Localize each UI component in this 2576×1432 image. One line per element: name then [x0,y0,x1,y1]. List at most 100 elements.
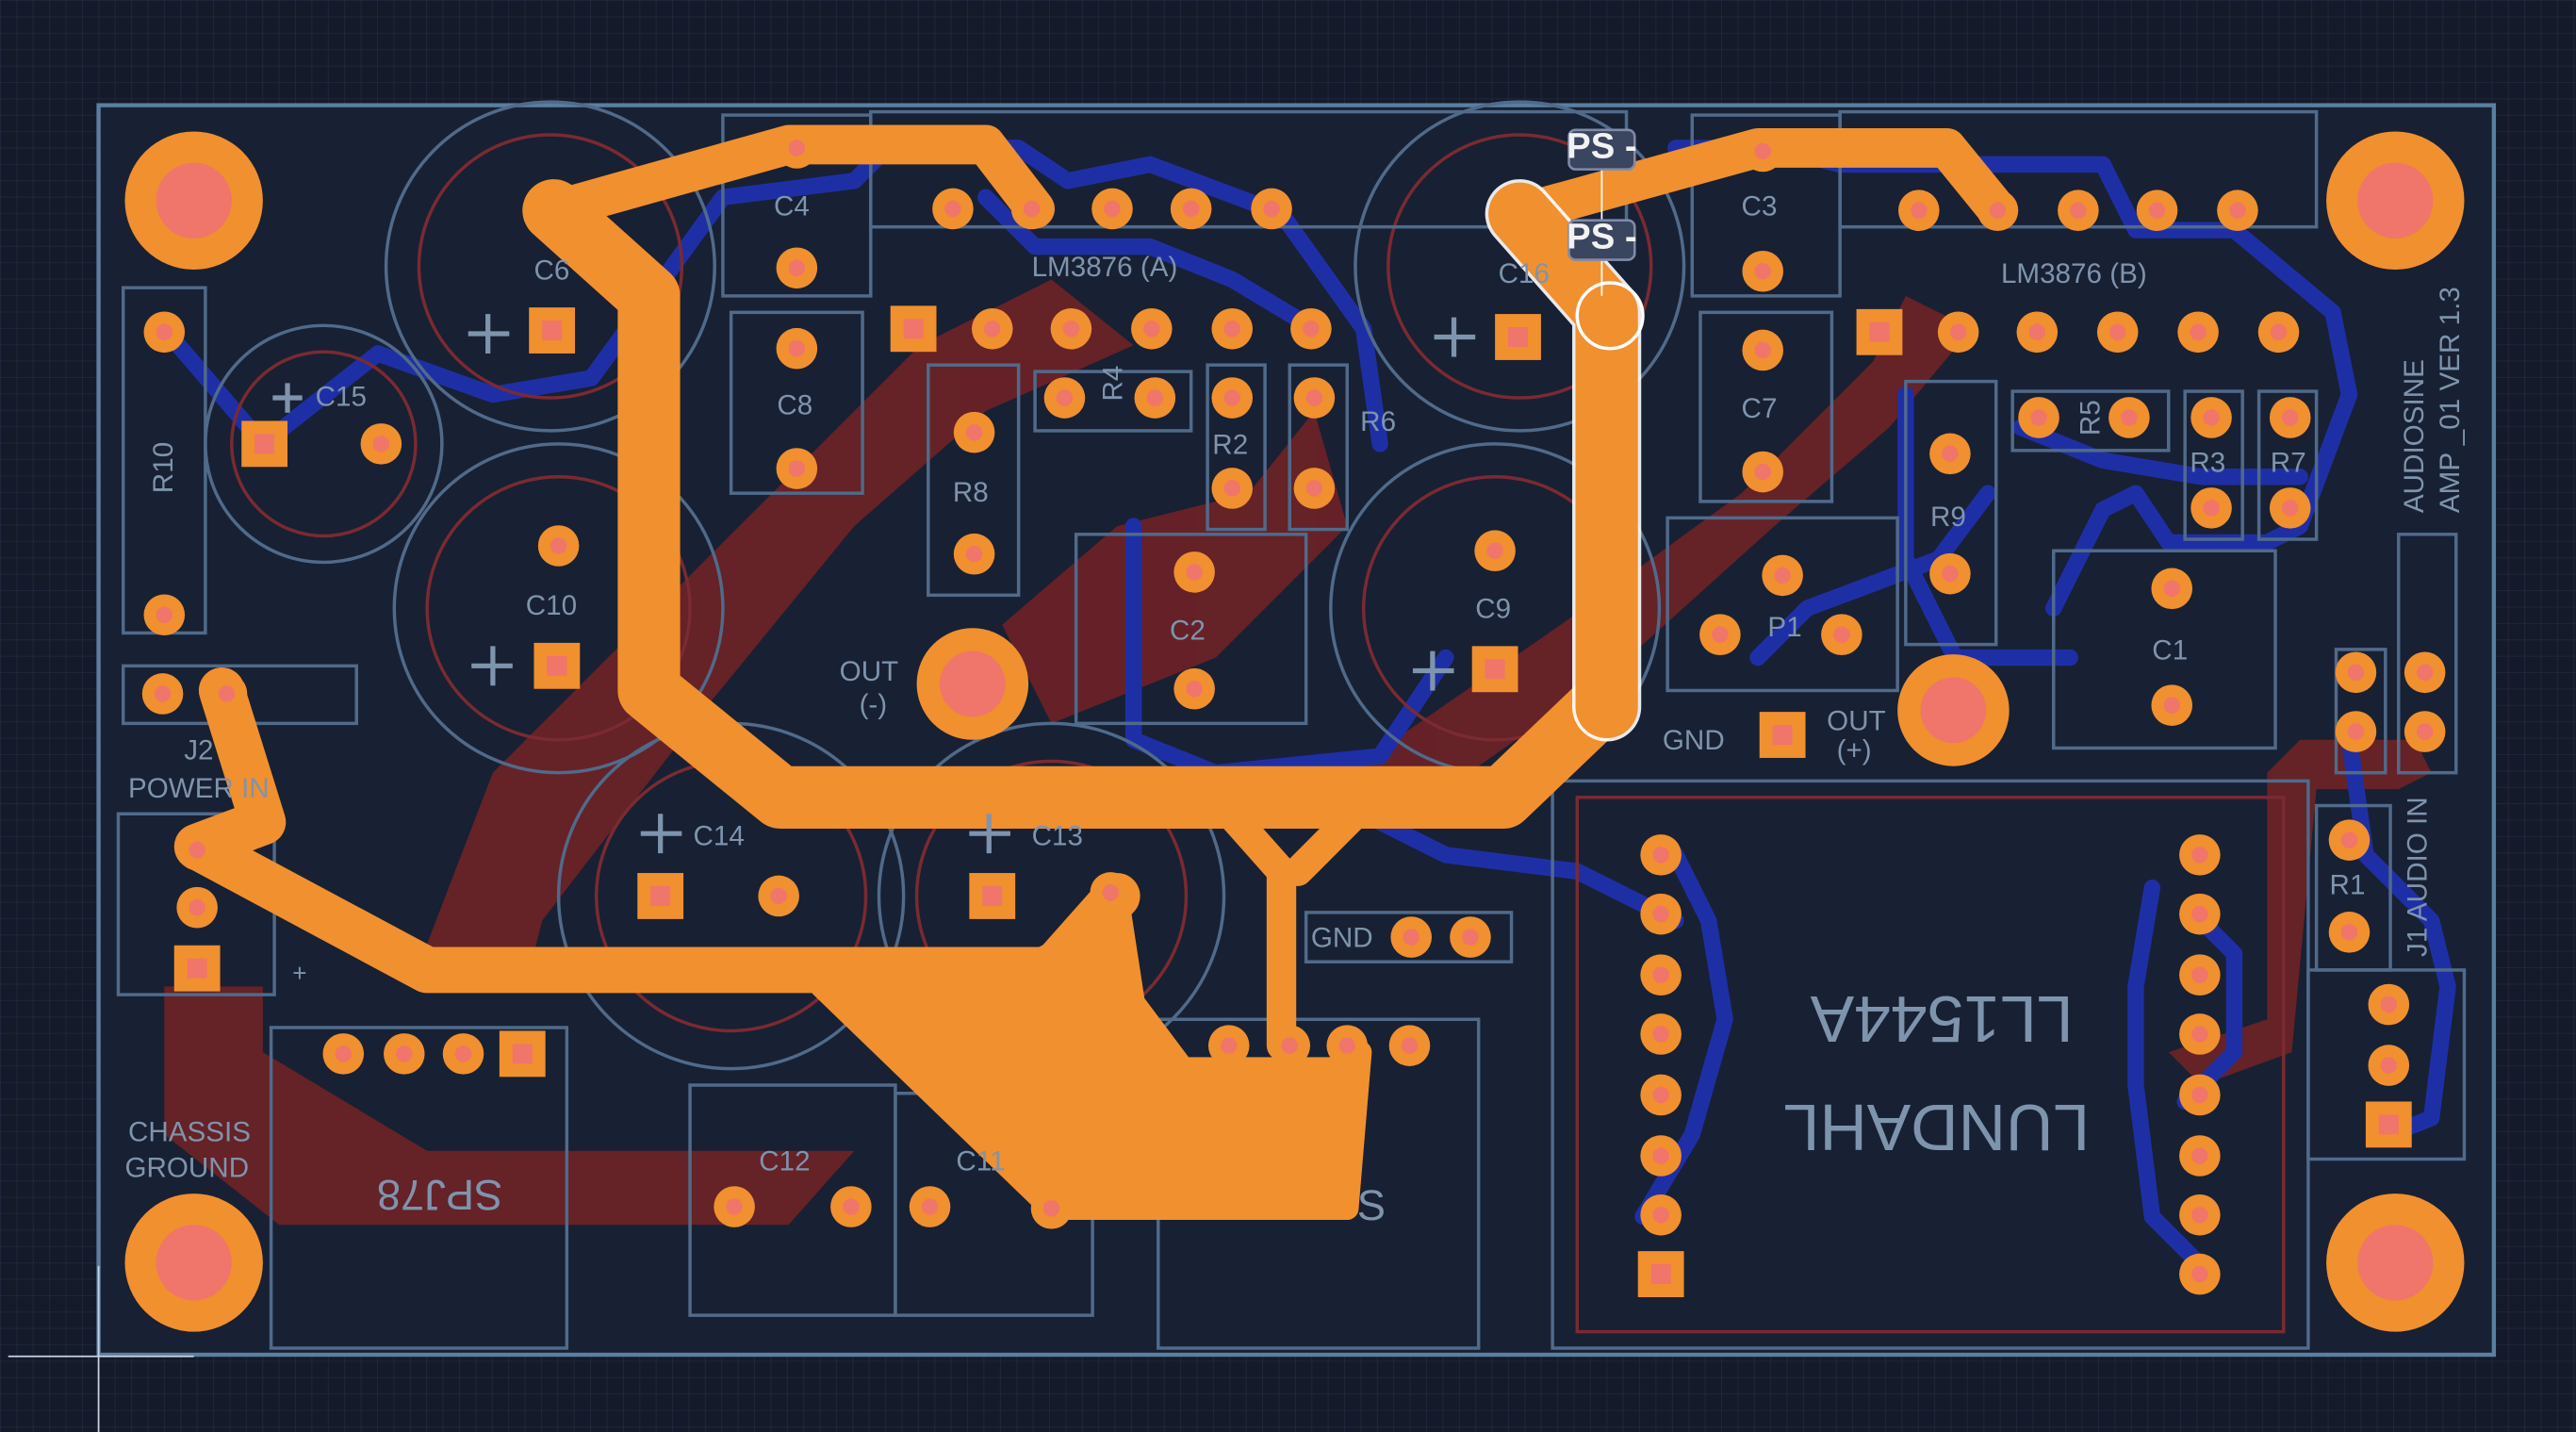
label-c14: C14 [694,820,745,851]
pad-drill [788,140,806,156]
pad-drill [1754,341,1771,359]
pad-drill [1754,463,1771,481]
pad-drill [1303,321,1320,337]
pad-drill [1305,389,1323,406]
pad-drill [1403,929,1419,946]
pad-drill [1056,389,1074,406]
label-out-neg-2: (-) [860,689,888,720]
pad-drill [1652,1147,1669,1164]
pad-drill [2148,202,2166,219]
pad-drill [154,685,172,702]
pad-drill [1712,626,1729,643]
pad-drill [1911,202,1928,219]
net-tag-ps-minus-1[interactable]: PS - [1567,125,1637,171]
pad-drill [1263,200,1280,218]
pad-drill [1102,884,1119,901]
label-s: S [1357,1181,1386,1229]
pad-drill [1042,1200,1060,1217]
pad-drill [547,655,567,676]
pad-drill [770,887,787,905]
pad-drill [2416,664,2434,682]
component-pads [141,127,2446,1297]
label-c13: C13 [1032,820,1083,851]
pad-drill [2163,697,2180,714]
label-c12: C12 [759,1146,810,1177]
pad-drill [1508,327,1528,347]
pad-drill [550,537,567,554]
pad-drill [726,1198,743,1215]
pad-drill [788,259,806,276]
pad-drill [542,321,563,341]
origin-crosshair [8,1265,194,1432]
pad-drill [2030,409,2047,426]
label-r2: R2 [1212,429,1248,460]
label-gnd-center: GND [1311,923,1373,954]
pad-drill [218,685,236,702]
pad-drill [2191,1265,2208,1283]
pad-drill [2270,323,2288,341]
label-out-pos-1: OUT [1827,705,1886,736]
pad-drill [1652,1086,1669,1104]
pad-drill [372,436,390,453]
pad-drill [788,460,806,477]
label-ground: GROUND [124,1153,249,1184]
net-tag-ps-minus-2[interactable]: PS - [1567,216,1637,261]
pad-drill [1186,681,1203,698]
label-c4: C4 [774,190,810,222]
pad-drill [1652,966,1669,983]
label-r5: R5 [2076,400,2107,436]
label-c1: C1 [2152,634,2188,666]
pad-drill [254,434,275,454]
pad-drill [965,545,983,563]
pad-drill [788,340,806,357]
pad-drill [1221,1037,1238,1054]
pad-drill [1486,542,1503,559]
pad-drill [2191,966,2208,983]
pad-drill [2203,409,2220,426]
pad-drill [2380,1057,2398,1074]
pad-drill [1338,1037,1355,1054]
pad-drill [1104,200,1121,218]
label-j1: J1 AUDIO IN [2402,797,2433,957]
mounting-holes [124,131,2465,1332]
pad-drill [2416,723,2434,740]
label-r4: R4 [1097,366,1128,402]
label-out-pos-2: (+) [1837,735,1872,766]
pad-drill [1281,1037,1298,1054]
svg-text:PS -: PS - [1567,216,1637,256]
pad-drill [2282,409,2299,426]
pad-drill [984,321,1001,337]
pad-drill [2282,500,2299,517]
pad-drill [2191,1086,2208,1104]
pad-drill [1942,445,1959,463]
pad-drill [2380,996,2398,1013]
pad-drill [2378,1114,2399,1135]
pad-drill [335,1045,352,1062]
pad-drill [2229,202,2246,219]
pad-drill [843,1198,860,1215]
label-c3: C3 [1742,190,1778,222]
svg-text:PS -: PS - [1567,125,1637,166]
pad-drill [1652,905,1669,923]
label-gnd-left: GND [1663,725,1725,756]
pad-drill [921,1198,939,1215]
pad-drill [2203,500,2220,517]
pad-drill [2340,924,2358,941]
output-pads [916,628,2010,766]
label-version-2: AMP _01 VER 1.3 [2435,287,2466,513]
label-c7: C7 [1742,393,1778,424]
pad-drill [1869,321,1890,342]
pad-drill [189,841,205,859]
label-r7: R7 [2271,448,2306,479]
pad-drill [512,1044,533,1064]
selected-track[interactable] [1485,164,1645,742]
pad-drill [2347,664,2365,682]
pad-drill [396,1045,413,1062]
label-c11: C11 [956,1146,1005,1177]
pad-drill [2121,409,2138,426]
pad-drill [1305,480,1323,497]
pad-drill [1652,1207,1669,1224]
pad-drill [944,200,961,218]
label-r1: R1 [2330,870,2366,901]
